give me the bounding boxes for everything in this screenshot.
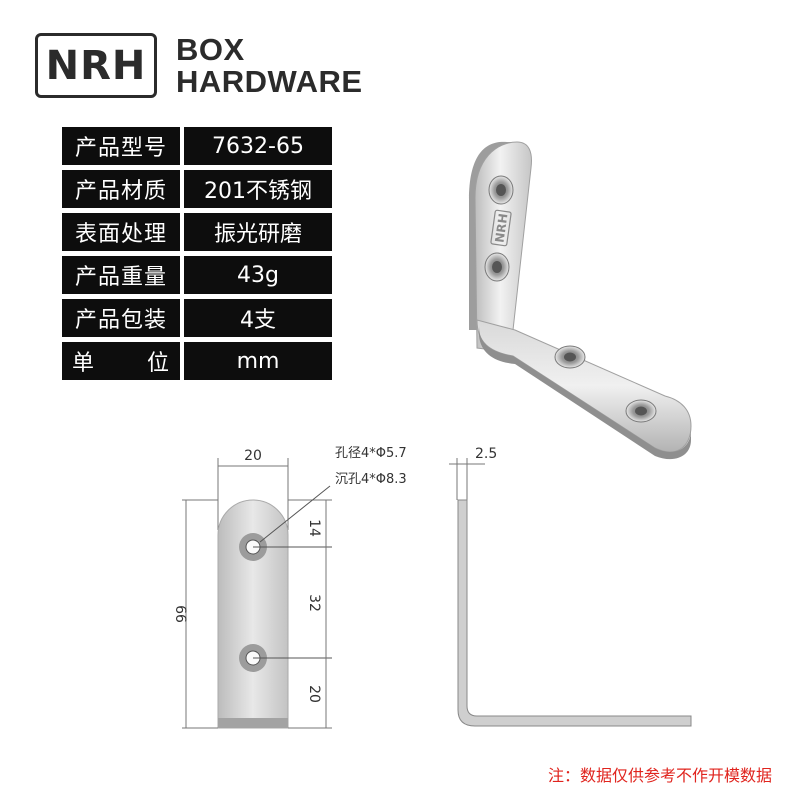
spec-value: 43g — [184, 256, 332, 294]
spec-row-packaging: 产品包装 4支 — [62, 299, 332, 337]
brand-name: BOX HARDWARE — [176, 34, 363, 98]
spec-row-unit: 单 位 mm — [62, 342, 332, 380]
dimension-thickness: 2.5 — [475, 446, 497, 462]
hole-center — [496, 184, 506, 196]
hole-center — [635, 406, 647, 416]
bracket-bend-edge — [218, 718, 288, 728]
spec-value: 4支 — [184, 299, 332, 337]
brand-name-line1: BOX — [176, 32, 245, 67]
side-profile-drawing: 2.5 — [449, 446, 692, 727]
brand-name-line2: HARDWARE — [176, 64, 363, 99]
hole-diameter-note: 孔径4*Φ5.7 — [335, 446, 407, 461]
logo-mark-text: NRH — [45, 42, 147, 89]
engraved-logo: NRH — [490, 209, 512, 247]
spec-label: 表面处理 — [62, 213, 180, 251]
spec-value: 7632-65 — [184, 127, 332, 165]
spec-label: 产品型号 — [62, 127, 180, 165]
hole-center — [492, 261, 502, 273]
disclaimer-note: 注：数据仅供参考不作开模数据 — [547, 766, 772, 785]
spec-value: 201不锈钢 — [184, 170, 332, 208]
spec-row-model: 产品型号 7632-65 — [62, 127, 332, 165]
spec-row-weight: 产品重量 43g — [62, 256, 332, 294]
spec-label: 产品材质 — [62, 170, 180, 208]
brand-logo: NRH — [35, 33, 157, 98]
bracket-plate — [217, 499, 289, 729]
dimension-bottom: 20 — [306, 685, 322, 703]
engraved-logo-text: NRH — [493, 213, 511, 244]
spec-label-char: 位 — [146, 351, 170, 376]
dimension-middle: 32 — [306, 594, 322, 612]
spec-label: 单 位 — [62, 342, 180, 380]
dimension-top: 14 — [306, 519, 322, 537]
spec-table: 产品型号 7632-65 产品材质 201不锈钢 表面处理 振光研磨 产品重量 … — [62, 127, 332, 385]
spec-row-finish: 表面处理 振光研磨 — [62, 213, 332, 251]
spec-label-char: 单 — [72, 351, 96, 376]
dimension-width: 20 — [244, 448, 262, 464]
spec-value: mm — [184, 342, 332, 380]
spec-label: 产品包装 — [62, 299, 180, 337]
spec-value: 振光研磨 — [184, 213, 332, 251]
hole-center — [564, 352, 576, 362]
dimension-height: 66 — [172, 605, 188, 623]
countersink-note: 沉孔4*Φ8.3 — [335, 472, 407, 487]
product-render: NRH — [469, 141, 692, 460]
front-view-drawing: 20 66 14 32 20 孔径4*Φ5.7 沉孔4*Φ8.3 — [172, 446, 407, 729]
spec-row-material: 产品材质 201不锈钢 — [62, 170, 332, 208]
bracket-horizontal-leg — [476, 319, 692, 453]
spec-label: 产品重量 — [62, 256, 180, 294]
bracket-profile — [457, 499, 692, 727]
